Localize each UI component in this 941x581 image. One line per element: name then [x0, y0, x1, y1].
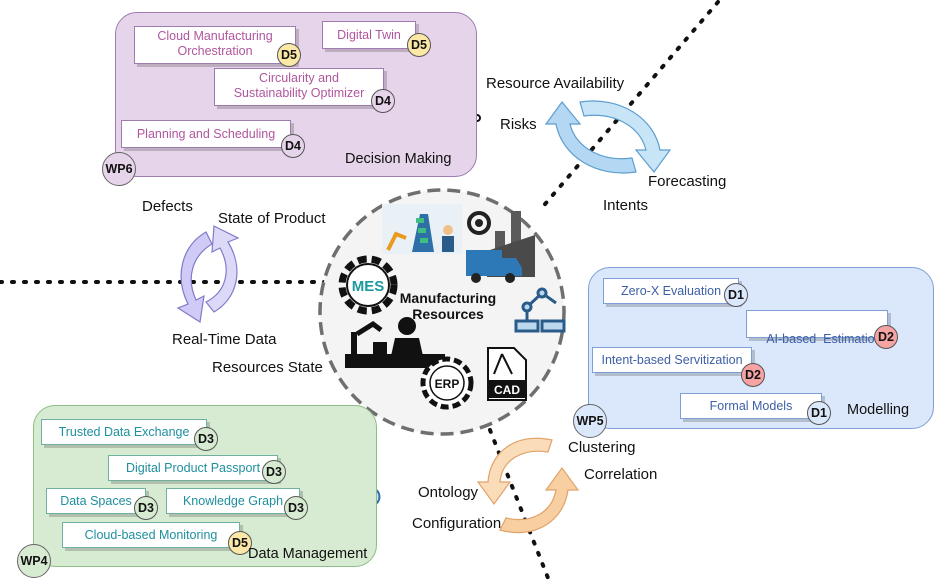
manufacturing-resources-title: Manufacturing Resources	[398, 290, 498, 322]
label-ontology: Ontology	[418, 484, 479, 501]
tag-digital-product-passport[interactable]: Digital Product Passport	[108, 455, 278, 481]
cycle-arrows-bottom-icon	[476, 437, 580, 534]
deliverable-badge: D5	[228, 531, 252, 555]
label-risks: Risks	[500, 116, 537, 133]
tag-cloud-based-monitoring[interactable]: Cloud-based Monitoring	[62, 522, 240, 548]
wp5-badge: WP5	[573, 404, 607, 438]
worker-icon	[345, 317, 445, 368]
tag-data-spaces[interactable]: Data Spaces	[46, 488, 146, 514]
deliverable-badge: D3	[262, 460, 286, 484]
deliverable-badge: D4	[371, 89, 395, 113]
mes-gear-icon: MES	[338, 255, 398, 315]
center-title-line2: Resources	[412, 306, 484, 323]
label-state-of-product: State of Product	[218, 210, 326, 227]
deliverable-badge: D5	[407, 33, 431, 57]
deliverable-badge: D2	[741, 363, 765, 387]
deliverable-badge: D3	[134, 496, 158, 520]
mes-label: MES	[352, 278, 385, 295]
tag-circularity-sustainability-optimizer[interactable]: Circularity and Sustainability Optimizer	[214, 68, 384, 106]
deliverable-badge: D4	[281, 134, 305, 158]
label-configuration: Configuration	[412, 515, 502, 532]
dotted-axis-top-right	[538, 0, 720, 212]
label-forecasting: Forecasting	[648, 173, 727, 190]
wp4-title: Data Management	[248, 546, 368, 562]
tag-cloud-manufacturing-orchestration[interactable]: Cloud Manufacturing Orchestration	[134, 26, 296, 64]
truck-icon	[466, 250, 522, 283]
label-resource-availability: Resource Availability	[486, 75, 625, 92]
deliverable-badge: D1	[724, 283, 748, 307]
cad-file-icon: CAD	[487, 347, 527, 401]
deliverable-badge: D3	[194, 427, 218, 451]
cycle-arrows-top-right-icon	[544, 100, 672, 174]
assembly-line-icon	[382, 204, 462, 254]
deliverable-badge: D3	[284, 496, 308, 520]
tag-digital-twin[interactable]: Digital Twin	[322, 21, 416, 49]
label-correlation: Correlation	[584, 466, 658, 483]
tag-trusted-data-exchange[interactable]: Trusted Data Exchange	[41, 419, 207, 445]
center-title-line1: Manufacturing	[399, 290, 497, 306]
erp-label: ERP	[435, 377, 460, 391]
label-resources-state: Resources State	[212, 359, 323, 376]
label-defects: Defects	[142, 198, 193, 215]
wp4-badge: WP4	[17, 544, 51, 578]
cad-label: CAD	[494, 383, 520, 397]
tag-knowledge-graph[interactable]: Knowledge Graph	[166, 488, 300, 514]
tag-ai-based-estimation[interactable]: AI-based Estimation	[746, 310, 888, 346]
tag-intent-based-servitization[interactable]: Intent-based Servitization	[592, 347, 752, 373]
robot-arm-icon	[514, 287, 566, 333]
wp5-title: Modelling	[847, 402, 910, 418]
cycle-arrows-left-icon	[176, 225, 240, 323]
deliverable-badge: D5	[277, 43, 301, 67]
wp6-badge: WP6	[102, 152, 136, 186]
erp-gear-icon: ERP	[420, 356, 474, 410]
label-intents: Intents	[603, 197, 649, 214]
deliverable-badge: D2	[874, 325, 898, 349]
tag-planning-and-scheduling[interactable]: Planning and Scheduling	[121, 120, 291, 148]
deliverable-badge: D1	[807, 401, 831, 425]
wp6-title: Decision Making	[345, 151, 452, 167]
tag-zero-x-evaluation[interactable]: Zero-X Evaluation	[603, 278, 739, 304]
label-clustering: Clustering	[568, 439, 636, 456]
tag-formal-models[interactable]: Formal Models	[680, 393, 822, 419]
label-real-time-data: Real-Time Data	[172, 331, 277, 348]
